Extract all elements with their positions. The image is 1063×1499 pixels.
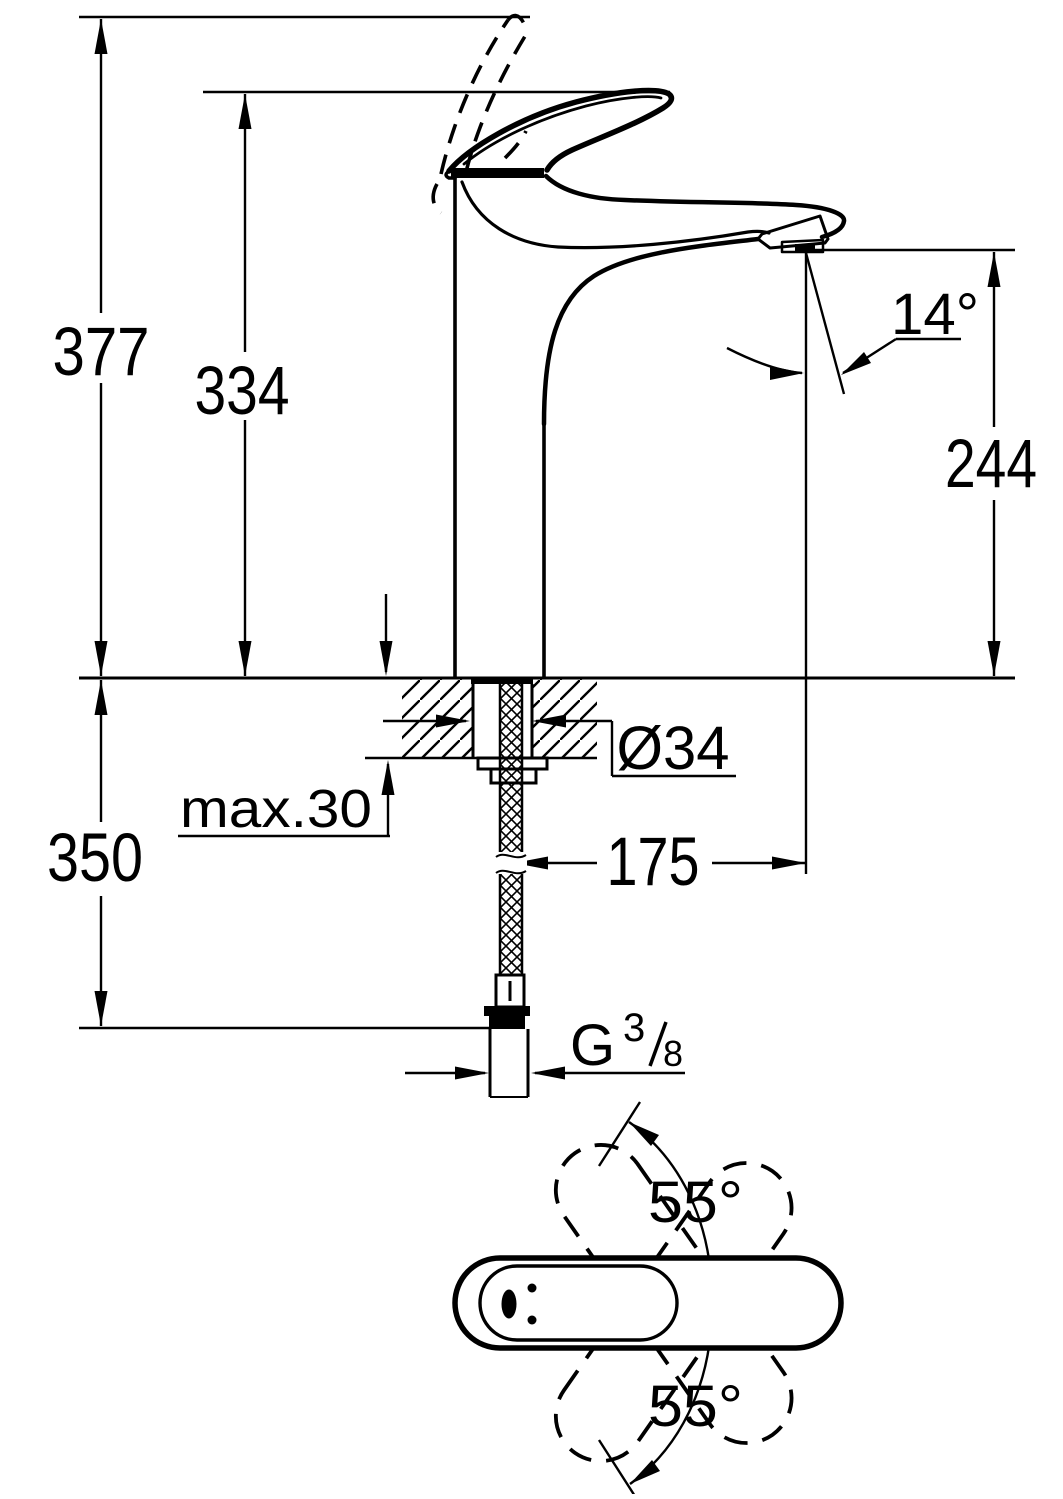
dim-14deg-label: 14°	[891, 282, 979, 347]
swivel-55-lower-label: 55°	[648, 1374, 743, 1439]
arrowhead	[381, 760, 395, 795]
mounting-shank	[471, 677, 549, 785]
side-view	[402, 13, 847, 1098]
arrowhead	[238, 641, 252, 676]
aerator-outlet-slot	[795, 244, 815, 251]
thread-numerator-label: 3	[623, 1006, 645, 1050]
arrowhead	[772, 856, 806, 870]
arrowhead	[238, 94, 252, 129]
arrowhead	[94, 991, 108, 1026]
lever-pivot-seam	[451, 168, 544, 178]
g38-fraction-slash	[648, 1021, 668, 1067]
aerator-insert	[780, 238, 825, 254]
arrowhead	[841, 352, 871, 375]
top-view	[452, 1143, 844, 1463]
lever-front-cap	[444, 169, 457, 180]
hose-break-mark	[495, 853, 527, 875]
stream-angle-line	[804, 252, 846, 395]
dimension-g38	[405, 1021, 685, 1080]
lever-blade-outline	[446, 87, 675, 174]
arrowhead	[987, 252, 1001, 287]
dim-244-label: 244	[945, 425, 1037, 502]
dimension-linework	[79, 15, 1015, 1499]
dim-dia34-label: Ø34	[617, 714, 730, 782]
thread-g-label: G	[570, 1013, 615, 1078]
dim-175-label: 175	[607, 823, 700, 900]
dim-377-label: 377	[53, 313, 150, 390]
lever-blade-inner-line	[462, 95, 663, 166]
spout-underside	[541, 236, 761, 427]
deck-hatch-right	[532, 679, 597, 758]
faucet-base-gasket	[471, 677, 533, 684]
arrowhead	[455, 1066, 489, 1080]
dimension-244	[987, 252, 1001, 676]
angle55-lower-tick	[597, 1439, 639, 1499]
lever-swing-arc	[431, 183, 443, 215]
arrowhead	[94, 19, 108, 54]
handle-top-inner-outline	[478, 1264, 679, 1342]
dimension-350	[94, 680, 108, 1026]
handle-top-outline	[452, 1255, 844, 1351]
angle14-arc	[726, 346, 803, 375]
arrowhead	[987, 641, 1001, 676]
dimension-377	[94, 19, 108, 676]
arrowhead	[514, 856, 548, 870]
deck-hatch-left	[402, 679, 472, 758]
supply-hose	[484, 684, 530, 1098]
arrowhead	[379, 641, 393, 676]
arrowhead	[94, 680, 108, 715]
handle-marking-bar	[501, 1289, 517, 1319]
arrowhead	[629, 1122, 659, 1146]
thread-denominator-label: 8	[663, 1033, 683, 1074]
faucet-body	[444, 87, 847, 679]
dimension-175	[514, 856, 806, 870]
lever-raised-dashed	[431, 13, 529, 215]
dimension-max30	[178, 594, 395, 838]
dimension-334	[238, 94, 252, 676]
dim-350-label: 350	[47, 819, 143, 896]
arrowhead	[94, 641, 108, 676]
arrowhead	[630, 1460, 660, 1484]
arrowhead	[531, 1066, 565, 1080]
counter-deck	[402, 679, 597, 758]
aerator-housing	[756, 214, 830, 250]
arrowhead	[770, 366, 804, 380]
handle-marking-dot-top	[527, 1283, 537, 1293]
dimension-angle14	[726, 252, 961, 874]
handle-marking-dot-bottom	[527, 1315, 537, 1325]
dim-max30-label: max.30	[180, 779, 372, 839]
hose-nut	[484, 1006, 530, 1029]
spout-inner-sweep	[460, 180, 771, 250]
angle55-upper-tick	[597, 1101, 642, 1167]
swivel-55-upper-label: 55°	[648, 1170, 743, 1235]
connection-tube	[488, 1029, 530, 1098]
dimension-labels: 377 334 244 14° 350 max.30 Ø34 175 G 3 8…	[47, 282, 1037, 1439]
mounting-nut	[489, 767, 538, 785]
hose-braid-lower	[500, 874, 522, 975]
dim-334-label: 334	[195, 352, 290, 429]
spout-top-outline	[543, 173, 847, 240]
